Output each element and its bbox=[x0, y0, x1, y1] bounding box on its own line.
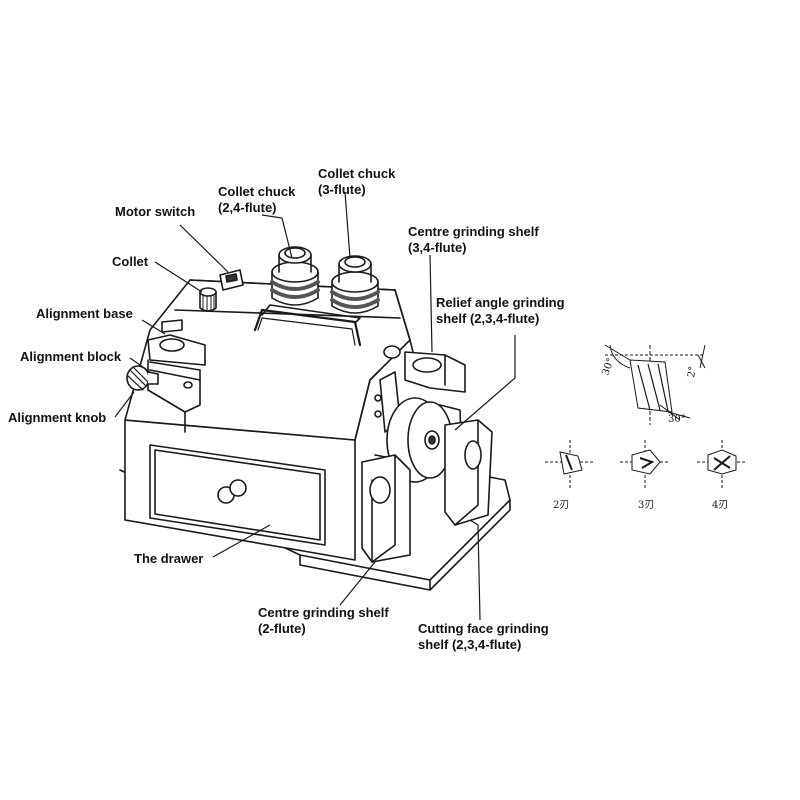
label-collet-chuck-3: Collet chuck (3-flute) bbox=[318, 166, 395, 198]
angle-label-right: 2° bbox=[686, 365, 699, 378]
alignment-knob bbox=[126, 365, 159, 391]
centre-shelf-3-4 bbox=[383, 345, 466, 393]
label-centre-shelf-2-line2: (2-flute) bbox=[258, 621, 306, 636]
label-collet: Collet bbox=[112, 254, 149, 269]
label-collet-chuck-3-line2: (3-flute) bbox=[318, 182, 366, 197]
end-mill-detail bbox=[604, 344, 706, 425]
label-relief-angle-shelf-line2: shelf (2,3,4-flute) bbox=[436, 311, 540, 326]
flute-3-section bbox=[620, 440, 670, 490]
centre-shelf-2 bbox=[361, 454, 411, 563]
label-centre-shelf-3-4-line2: (3,4-flute) bbox=[408, 240, 467, 255]
label-centre-shelf-3-4: Centre grinding shelf (3,4-flute) bbox=[408, 224, 539, 256]
label-centre-shelf-2: Centre grinding shelf (2-flute) bbox=[258, 605, 389, 637]
collet-chuck-3 bbox=[330, 255, 380, 314]
relief-angle-shelf bbox=[444, 419, 493, 526]
flute-2-label: 2刃 bbox=[553, 500, 569, 511]
alignment-assembly bbox=[147, 319, 206, 433]
label-cutting-face-shelf-line1: Cutting face grinding bbox=[418, 621, 549, 636]
label-cutting-face-shelf-line2: shelf (2,3,4-flute) bbox=[418, 637, 522, 652]
flute-4-label: 4刃 bbox=[712, 500, 728, 511]
label-cutting-face-shelf: Cutting face grinding shelf (2,3,4-flute… bbox=[418, 621, 549, 653]
flute-4-section bbox=[697, 440, 747, 490]
label-collet-chuck-2-4: Collet chuck (2,4-flute) bbox=[218, 184, 295, 216]
flute-3-label: 3刃 bbox=[638, 500, 654, 511]
label-collet-chuck-2-4-line2: (2,4-flute) bbox=[218, 200, 277, 215]
label-motor-switch: Motor switch bbox=[115, 204, 196, 219]
flute-sections bbox=[545, 440, 747, 490]
label-collet-chuck-3-line1: Collet chuck bbox=[318, 166, 396, 181]
top-handle bbox=[253, 304, 362, 347]
label-relief-angle-shelf: Relief angle grinding shelf (2,3,4-flute… bbox=[436, 295, 565, 327]
leader-lines bbox=[114, 191, 516, 621]
label-drawer: The drawer bbox=[134, 551, 204, 566]
angle-label-bottom: 30° bbox=[668, 414, 686, 425]
collet bbox=[199, 287, 217, 312]
label-centre-shelf-2-line1: Centre grinding shelf bbox=[258, 605, 389, 620]
label-alignment-base: Alignment base bbox=[36, 306, 133, 321]
label-centre-shelf-3-4-line1: Centre grinding shelf bbox=[408, 224, 539, 239]
label-collet-chuck-2-4-line1: Collet chuck bbox=[218, 184, 296, 199]
motor-switch bbox=[219, 269, 244, 291]
label-relief-angle-shelf-line1: Relief angle grinding bbox=[436, 295, 565, 310]
angle-label-left: 30° bbox=[600, 357, 616, 377]
drawer bbox=[149, 444, 326, 546]
collet-chuck-2-4 bbox=[270, 246, 320, 306]
label-alignment-block: Alignment block bbox=[20, 349, 122, 364]
label-alignment-knob: Alignment knob bbox=[8, 410, 107, 425]
flute-2-section bbox=[545, 440, 595, 490]
